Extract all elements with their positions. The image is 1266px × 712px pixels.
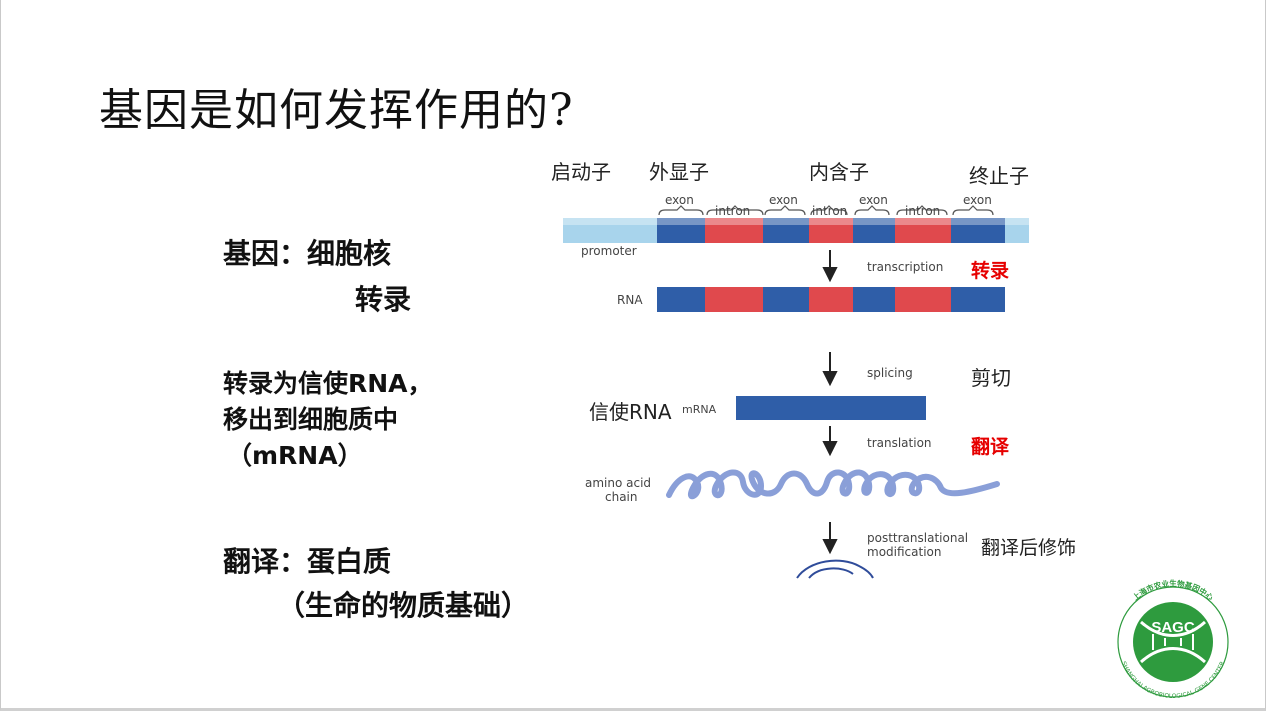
logo-globe — [1133, 602, 1213, 682]
logo-center-text: SAGC — [1151, 619, 1195, 636]
